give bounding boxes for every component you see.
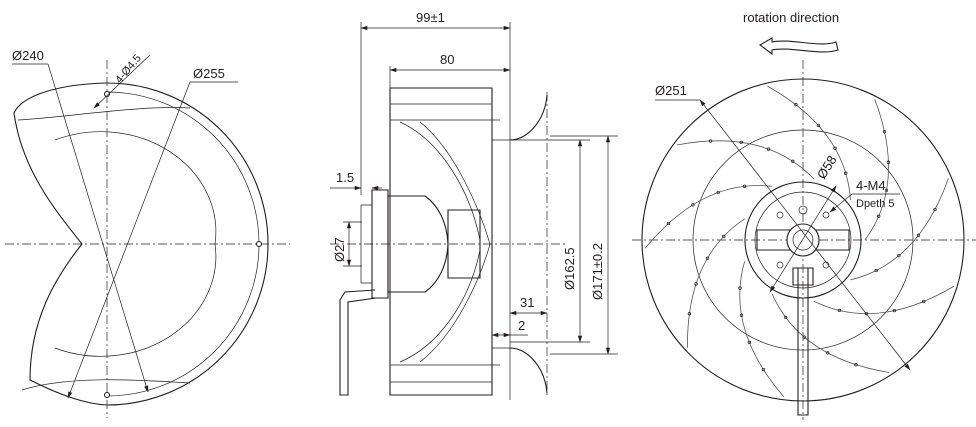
lip-edge-top [17,107,191,121]
blade-curves-2 [419,121,491,363]
inlet-cone-top [509,94,548,141]
mount-hole-bottom [103,391,111,399]
side-view: 99±1 80 1.5 Ø27 Ø162.5 Ø171±0.2 31 2 [330,10,618,400]
label-1-5: 1.5 [336,170,354,185]
d255-leader [67,81,191,399]
cable [339,289,377,396]
mount-hole-right [255,240,263,248]
label-99: 99±1 [416,10,445,25]
blade-rivet [691,203,695,207]
blade-rivet [687,312,692,316]
label-d162-5: Ø162.5 [562,247,577,290]
label-2: 2 [518,318,525,333]
impeller-front-view: rotation direction Ø251 Ø58 4-M4 Dpeth 5 [632,10,976,420]
label-d255: Ø255 [193,66,225,81]
front-cable [797,267,809,416]
impeller-outer-circle [641,78,965,402]
blade-rivet [666,221,671,226]
impeller-blade [771,293,890,373]
m4-leader [829,193,853,213]
blade-rivet [916,233,921,237]
shaft-boss [360,204,373,284]
label-d58: Ø58 [814,153,840,182]
mount-hole-top [103,90,111,98]
lower-inner-curve [54,243,217,357]
rotation-arrow-icon [759,37,839,56]
lip-edge-bottom [21,379,191,391]
blade-rivet [694,282,698,286]
shaft-circle [786,223,820,257]
blade-rivet [933,207,937,212]
hub [447,209,481,279]
label-80: 80 [440,52,454,67]
ring-left-profile [13,82,108,406]
shroud-outline [389,87,493,396]
upper-inner-curve [54,131,217,245]
label-rotation-direction: rotation direction [743,10,839,25]
impeller-blade [864,99,889,241]
inlet-cone-bottom [509,347,548,394]
holes-leader [93,54,151,109]
impeller-blade [644,185,773,249]
d240-leader [47,63,149,393]
blade-rivet [922,299,926,304]
label-d251: Ø251 [655,83,687,98]
thread-hole-2 [776,211,784,219]
label-d171: Ø171±0.2 [590,243,605,300]
label-depth: Dpeth 5 [856,198,895,210]
shroud-bands [390,103,500,383]
thread-hole-4 [776,261,784,269]
blade-curves [399,121,481,363]
impeller-blade [767,85,851,201]
thread-hole-3 [822,211,830,219]
d251-leader [699,99,911,371]
label-d240: Ø240 [12,48,44,63]
impeller-blade [813,285,955,315]
label-4-m4: 4-M4 [856,178,886,193]
impeller-blade [850,178,949,281]
inlet-ring-view: Ø240 Ø255 4-Ø4.5 [5,48,290,418]
d58-leader [769,185,837,293]
outer-ring-arc [106,82,269,406]
impeller-blade [687,218,745,348]
label-31: 31 [520,295,534,310]
label-holes: 4-Ø4.5 [113,52,144,85]
label-d27: Ø27 [332,237,347,262]
